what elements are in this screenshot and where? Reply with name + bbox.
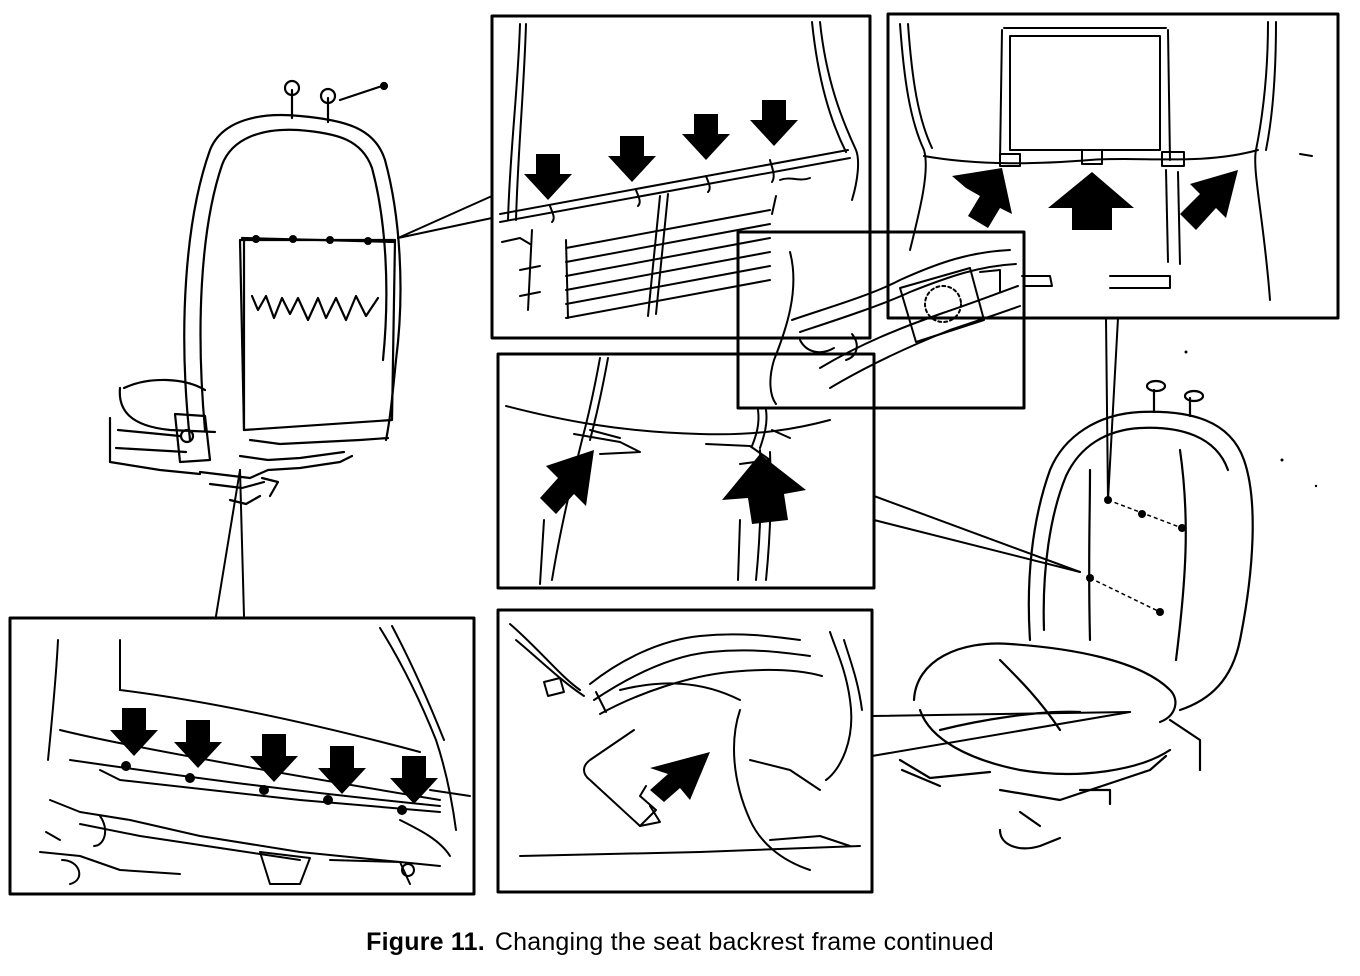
left-seat-illustration (108, 79, 402, 506)
up-arrow-icon (1180, 170, 1238, 230)
print-specks (1184, 350, 1318, 488)
downward-arrows-rail (110, 708, 438, 804)
up-arrow-icon (540, 450, 594, 514)
right-seat-illustration (898, 379, 1254, 850)
detail-panel-bottom-rail (8, 616, 476, 896)
detail-panel-clip-closeup (736, 230, 1026, 410)
upward-arrows (952, 168, 1238, 230)
rail-fastening-points (121, 761, 407, 815)
down-arrow-icon (174, 720, 222, 768)
detail-panel-lower-fastening (496, 352, 876, 590)
upward-arrows-mid (540, 450, 806, 524)
leader-lines-right (871, 317, 1131, 757)
figure-label: Figure 11. (366, 928, 485, 956)
down-arrow-icon (524, 154, 572, 200)
down-arrow-icon (390, 756, 438, 804)
up-arrow-icon (952, 168, 1012, 228)
up-arrow-icon (1048, 172, 1134, 230)
up-arrow-icon (722, 454, 806, 524)
figure-caption: Figure 11. Changing the seat backrest fra… (0, 928, 1360, 957)
detail-panel-top-right (886, 12, 1340, 320)
diagonal-arrow-icon (650, 752, 710, 802)
left-seat-fastening-points (252, 235, 372, 245)
detail-panel-upper-fastening (490, 14, 872, 340)
leader-lines-left (215, 195, 493, 617)
right-seat-fastening-points (1086, 496, 1186, 616)
downward-arrows (524, 100, 798, 200)
figure-title: Changing the seat backrest frame continu… (494, 928, 994, 956)
down-arrow-icon (318, 746, 366, 794)
down-arrow-icon (682, 114, 730, 160)
down-arrow-icon (250, 734, 298, 782)
down-arrow-icon (608, 136, 656, 182)
down-arrow-icon (110, 708, 158, 756)
down-arrow-icon (750, 100, 798, 146)
detail-panel-frame-removal (496, 608, 874, 894)
